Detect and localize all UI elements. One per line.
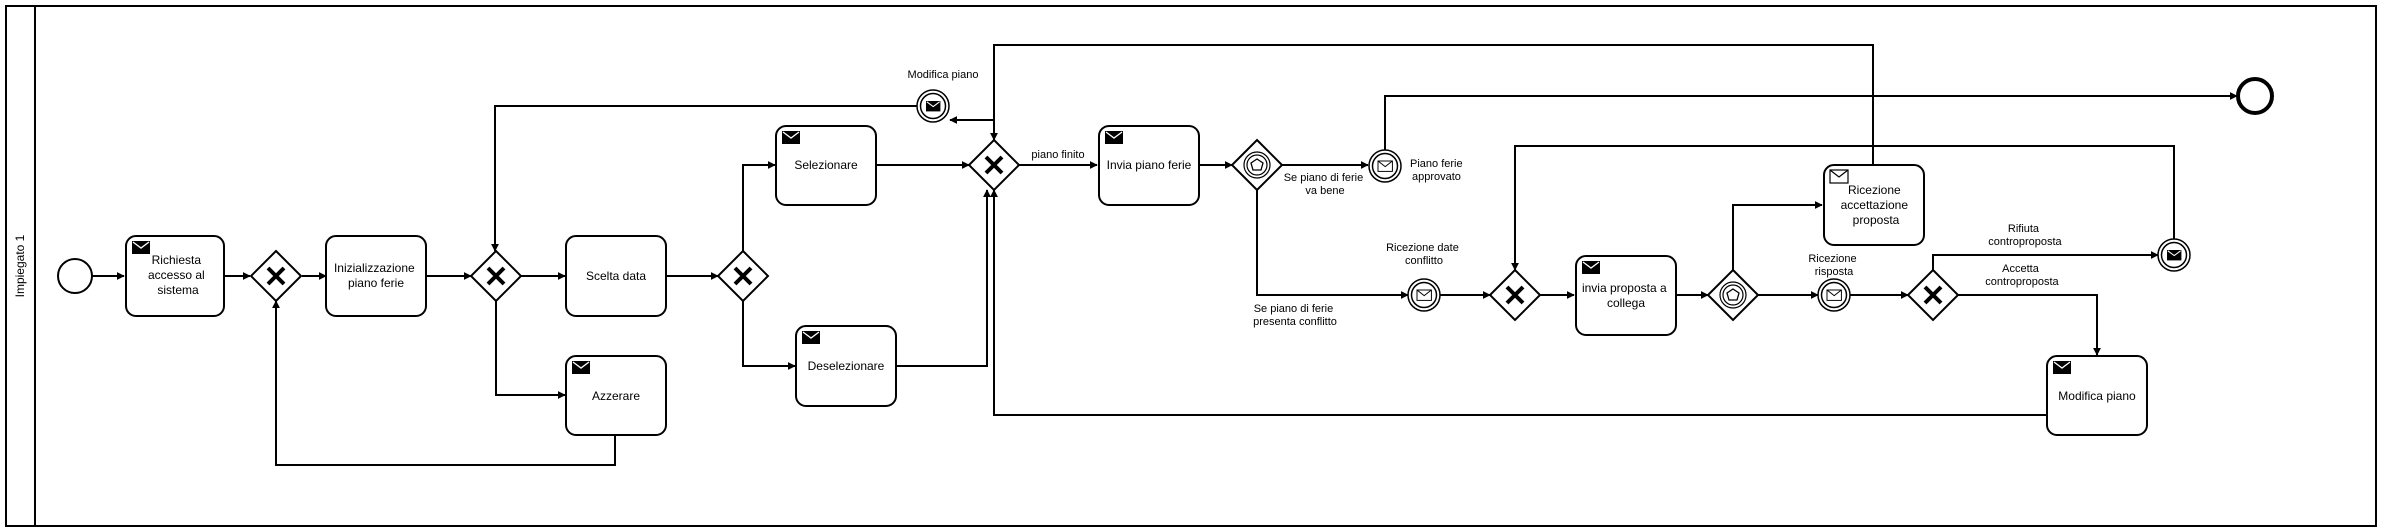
task-ricezione-accettazione[interactable]: Ricezione accettazione proposta bbox=[1823, 164, 1925, 246]
flow-approvato-to-end[interactable] bbox=[1384, 92, 2238, 150]
svg-text:Richiesta accesso al: Richiesta accesso al sistema bbox=[148, 253, 208, 297]
svg-text:invia proposta a collega: invia proposta a collega bbox=[1582, 281, 1670, 310]
send-task-icon bbox=[1104, 130, 1124, 145]
event-based-gateway-2[interactable] bbox=[1706, 268, 1760, 322]
message-throw-icon bbox=[2166, 249, 2182, 261]
flow-ricezione-accettazione-to-gateway4[interactable] bbox=[990, 44, 1874, 165]
flow-gateway4-to-modifica-event[interactable] bbox=[949, 116, 995, 140]
pool-border bbox=[5, 5, 2377, 527]
label-rifiuta: Rifiuta controproposta bbox=[1988, 223, 2062, 248]
task-azzerare[interactable]: Azzerare bbox=[565, 355, 667, 436]
send-task-icon bbox=[1581, 260, 1601, 275]
exclusive-gateway-6[interactable] bbox=[1906, 268, 1960, 322]
exclusive-gateway-1[interactable] bbox=[249, 249, 303, 303]
flow-deselezionare-to-gateway4[interactable] bbox=[896, 189, 991, 367]
x-icon bbox=[266, 266, 286, 286]
x-icon bbox=[733, 266, 753, 286]
x-icon bbox=[984, 155, 1004, 175]
exclusive-gateway-2[interactable] bbox=[469, 249, 523, 303]
pentagon-icon bbox=[1250, 158, 1264, 171]
message-catch-icon bbox=[1826, 289, 1842, 301]
x-icon bbox=[1505, 285, 1525, 305]
event-modifica-piano[interactable] bbox=[916, 89, 950, 123]
label-se-conflitto: Se piano di ferie presenta conflitto bbox=[1253, 303, 1337, 328]
svg-text:Invia piano ferie: Invia piano ferie bbox=[1107, 158, 1192, 172]
task-deselezionare[interactable]: Deselezionare bbox=[795, 325, 897, 407]
label-modifica-piano: Modifica piano bbox=[908, 69, 979, 81]
label-accetta: Accetta controproposta bbox=[1985, 263, 2059, 288]
flow-eventgw2-to-ricezione-accettazione[interactable] bbox=[1732, 201, 1823, 270]
flow-gateway6-to-rifiuta-event[interactable] bbox=[1932, 251, 2159, 270]
label-se-va-bene: Se piano di ferie va bene bbox=[1284, 172, 1367, 197]
label-ricezione-risposta: Ricezione risposta bbox=[1808, 253, 1859, 278]
svg-text:Modifica piano: Modifica piano bbox=[2058, 389, 2136, 403]
event-rifiuta-controproposta[interactable] bbox=[2157, 238, 2191, 272]
svg-text:Deselezionare: Deselezionare bbox=[808, 359, 885, 373]
pentagon-icon bbox=[1726, 288, 1740, 301]
message-catch-icon bbox=[1416, 289, 1432, 301]
event-ricezione-date-conflitto[interactable] bbox=[1407, 278, 1441, 312]
message-catch-icon bbox=[1377, 160, 1393, 172]
start-event[interactable] bbox=[57, 258, 93, 294]
send-task-icon bbox=[571, 360, 591, 375]
x-icon bbox=[1923, 285, 1943, 305]
task-invia-proposta[interactable]: invia proposta a collega bbox=[1575, 255, 1677, 336]
task-modifica-piano[interactable]: Modifica piano bbox=[2046, 355, 2148, 436]
svg-text:Scelta data: Scelta data bbox=[586, 269, 646, 283]
flow-gateway2-to-azzerare[interactable] bbox=[495, 301, 566, 399]
flow-gateway3-to-selezionare[interactable] bbox=[742, 161, 776, 251]
send-task-icon bbox=[131, 240, 151, 255]
task-scelta-data[interactable]: Scelta data bbox=[565, 235, 667, 317]
svg-text:Selezionare: Selezionare bbox=[794, 158, 858, 172]
send-task-icon bbox=[781, 130, 801, 145]
send-task-icon bbox=[801, 330, 821, 345]
event-piano-ferie-approvato[interactable] bbox=[1368, 149, 1402, 183]
lane-label: Impiegato 1 bbox=[13, 234, 27, 297]
message-throw-icon bbox=[925, 100, 941, 112]
exclusive-gateway-5[interactable] bbox=[1488, 268, 1542, 322]
flow-modifica-event-to-gateway2[interactable] bbox=[491, 105, 917, 252]
flow-labels: Modifica piano piano finito Piano ferie … bbox=[908, 69, 2063, 328]
task-inizializzazione[interactable]: Inizializzazione piano ferie bbox=[325, 235, 427, 317]
flow-gateway6-to-modifica-piano[interactable] bbox=[1958, 294, 2101, 356]
flow-gateway3-to-deselezionare[interactable] bbox=[742, 301, 796, 370]
exclusive-gateway-3[interactable] bbox=[716, 249, 770, 303]
send-task-icon bbox=[2052, 360, 2072, 375]
task-selezionare[interactable]: Selezionare bbox=[775, 125, 877, 206]
svg-text:Azzerare: Azzerare bbox=[592, 389, 640, 403]
task-invia-piano-ferie[interactable]: Invia piano ferie bbox=[1098, 125, 1200, 206]
event-ricezione-risposta[interactable] bbox=[1817, 278, 1851, 312]
flow-modifica-piano-to-gateway4[interactable] bbox=[990, 189, 2047, 416]
flow-azzerare-to-gateway1[interactable] bbox=[272, 300, 616, 466]
sequence-flows bbox=[91, 44, 2238, 466]
svg-text:Inizializzazione piano f: Inizializzazione piano ferie bbox=[334, 261, 418, 290]
task-richiesta[interactable]: Richiesta accesso al sistema bbox=[125, 235, 225, 317]
receive-task-icon bbox=[1829, 169, 1849, 184]
svg-text:Ricezione accettazione: Ricezione accettazione proposta bbox=[1841, 183, 1912, 227]
event-based-gateway-1[interactable] bbox=[1230, 138, 1284, 192]
flow-rifiuta-event-to-gateway5[interactable] bbox=[1511, 145, 2175, 271]
label-ricezione-date-conflitto: Ricezione date conflitto bbox=[1386, 242, 1462, 267]
pool: Impiegato 1 bbox=[5, 5, 2377, 527]
flow-eventgw1-to-conflitto[interactable] bbox=[1256, 190, 1409, 299]
end-event[interactable] bbox=[2236, 77, 2274, 115]
label-piano-ferie-approvato: Piano ferie approvato bbox=[1410, 158, 1466, 183]
exclusive-gateway-4[interactable] bbox=[967, 138, 1021, 192]
label-piano-finito: piano finito bbox=[1031, 149, 1084, 161]
x-icon bbox=[486, 266, 506, 286]
